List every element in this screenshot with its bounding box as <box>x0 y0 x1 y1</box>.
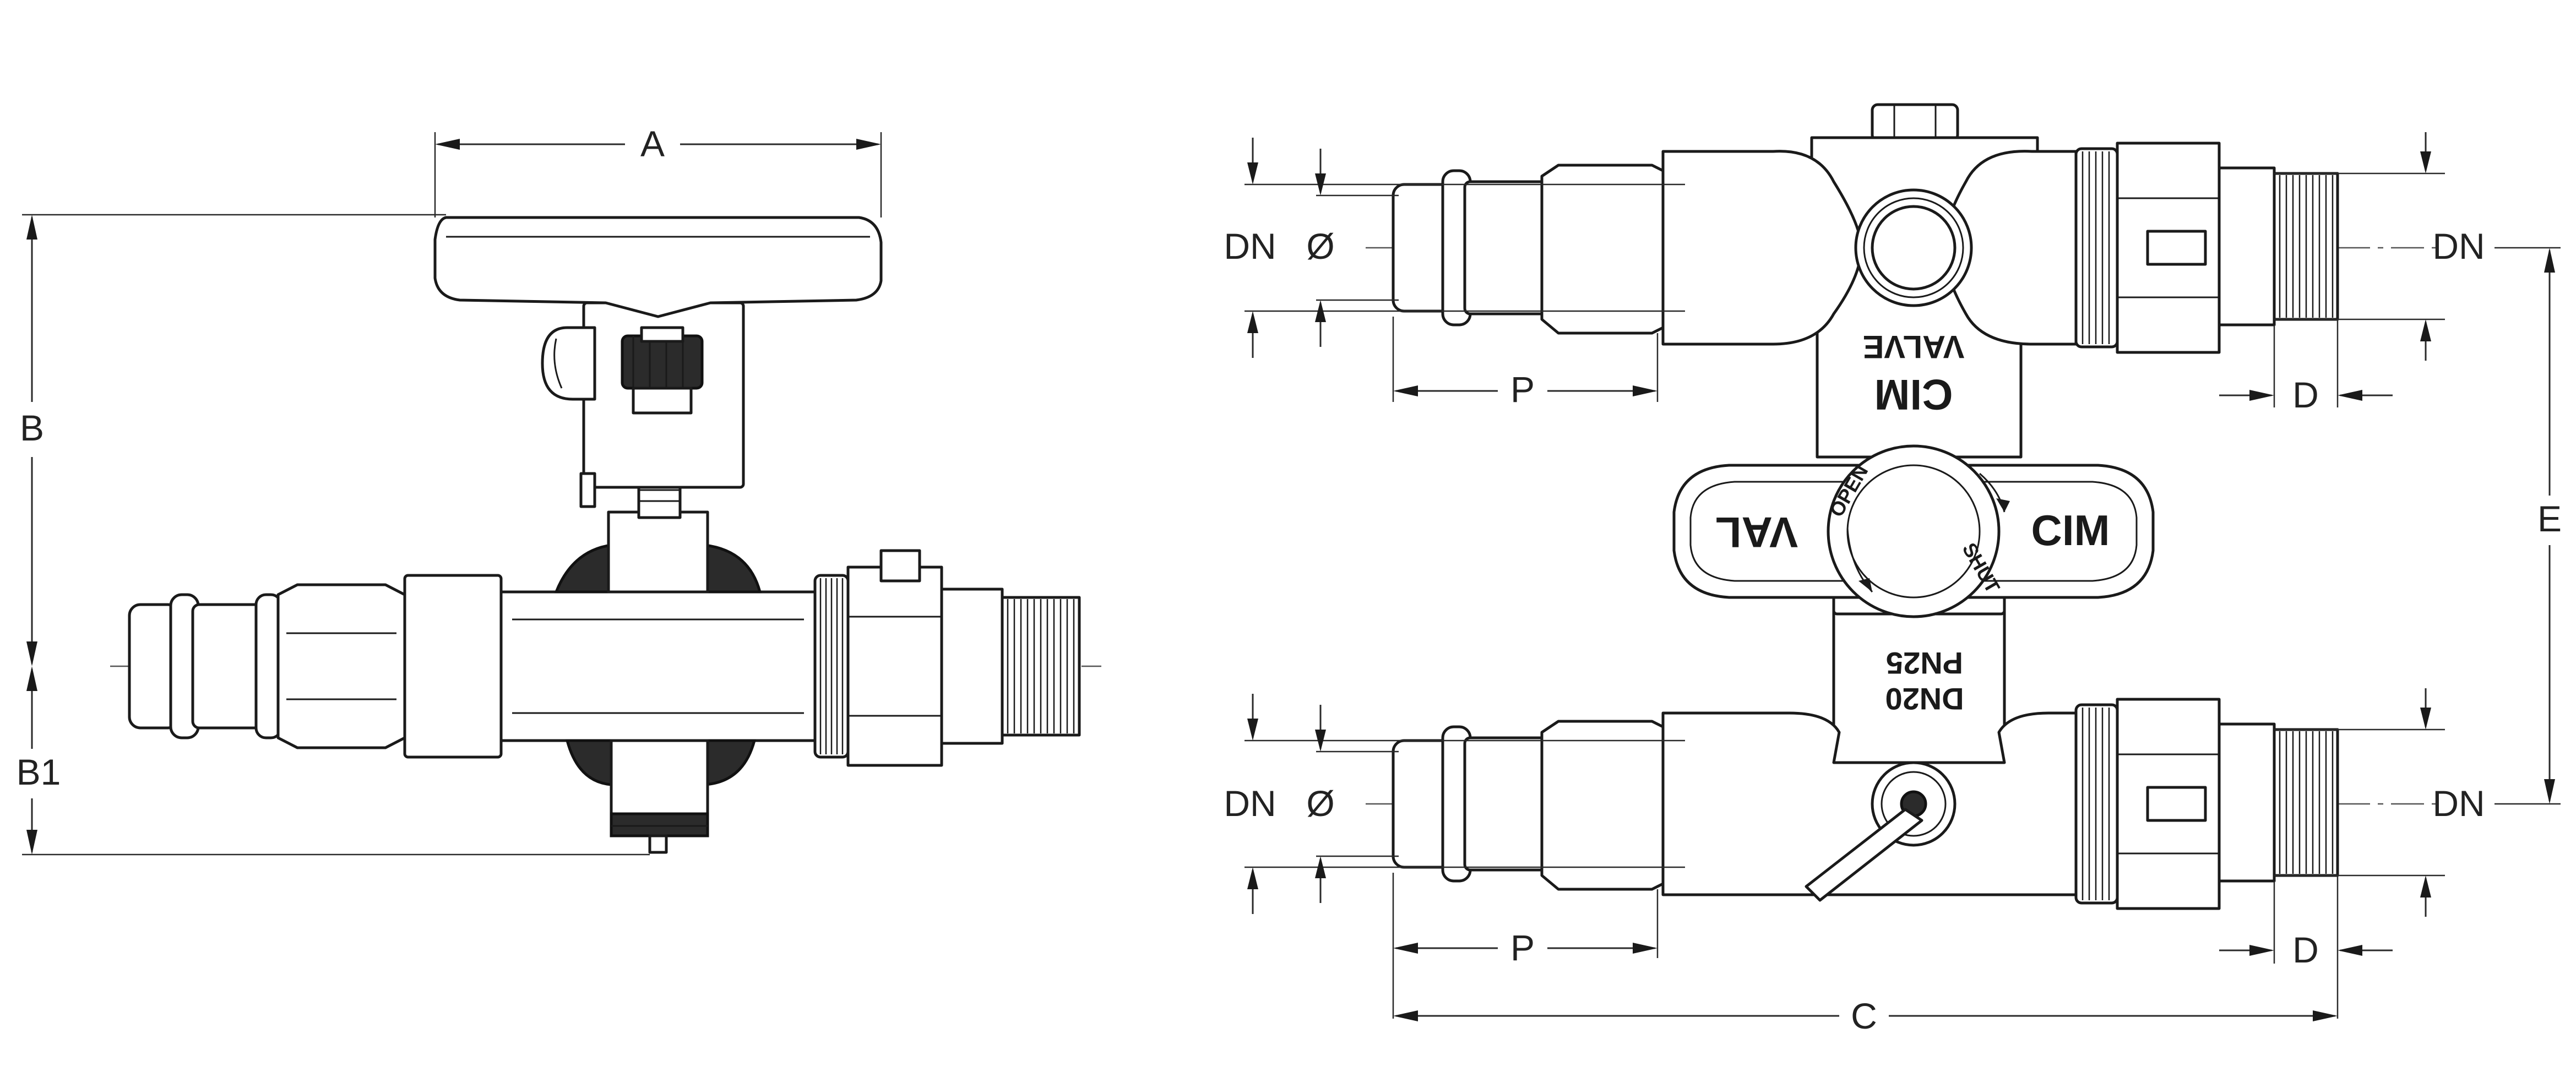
front-handle-lever: CIM VAL OPEN SHUT <box>1672 444 2155 618</box>
p-top-label: P <box>1510 369 1535 410</box>
dimension-c: C <box>1393 996 2338 1036</box>
diameter-bottom-label: Ø <box>1306 783 1334 824</box>
dimension-p-top: P <box>1392 317 1659 410</box>
dimension-dn-top-left: DN Ø <box>1224 138 1685 358</box>
side-handle-lever <box>433 216 883 318</box>
front-bottom-run <box>1392 698 2339 910</box>
dimension-b1-label: B1 <box>17 752 61 792</box>
c-label: C <box>1851 996 1877 1036</box>
dn-bottom-left-label: DN <box>1224 783 1276 824</box>
dimension-e: E <box>2495 247 2562 805</box>
rating-dn-text: DN20 <box>1885 682 1964 716</box>
dimension-b1: B1 <box>17 666 650 856</box>
d-bottom-label: D <box>2292 929 2319 970</box>
body-brand-text: CIM <box>1874 371 1953 419</box>
diameter-top-label: Ø <box>1306 226 1334 266</box>
handle-val-text: VAL <box>1715 508 1798 557</box>
dimension-dn-bottom-right: DN <box>2274 688 2485 917</box>
handle-brand-text: CIM <box>2031 506 2110 554</box>
dn-bottom-right-label: DN <box>2432 783 2485 824</box>
front-body-engravings: CIM VALVE <box>1863 329 1965 419</box>
dn-top-right-label: DN <box>2432 226 2485 266</box>
dimension-a-label: A <box>640 123 665 164</box>
dimension-dn-top-right: DN <box>2274 132 2485 361</box>
front-top-run <box>1392 142 2339 354</box>
side-test-point <box>541 326 704 415</box>
dimension-a: A <box>434 123 882 217</box>
dimension-d-top: D <box>2219 319 2393 415</box>
d-top-label: D <box>2292 374 2319 415</box>
dimension-dn-bottom-left: DN Ø <box>1224 694 1685 914</box>
rating-pn-text: PN25 <box>1886 646 1963 681</box>
p-bottom-label: P <box>1510 927 1535 968</box>
side-bottom-drain <box>610 739 709 854</box>
side-view: A B B1 <box>17 123 1101 856</box>
dimension-b: B <box>20 214 446 666</box>
dimension-p-bottom: P <box>1392 873 1659 1019</box>
side-outlet-union <box>813 549 1081 767</box>
side-inlet-press-fitting <box>128 583 406 749</box>
dimension-b-label: B <box>20 407 44 448</box>
dimension-d-bottom: D <box>2219 875 2393 1019</box>
front-rating-engravings: PN25 DN20 <box>1885 646 1964 716</box>
dn-top-left-label: DN <box>1224 226 1276 266</box>
side-valve-body <box>403 543 817 786</box>
body-valve-text: VALVE <box>1863 329 1965 365</box>
front-view: CIM VALVE CIM VAL OPEN SHUT PN25 DN20 <box>1224 103 2562 1036</box>
e-label: E <box>2537 498 2562 539</box>
